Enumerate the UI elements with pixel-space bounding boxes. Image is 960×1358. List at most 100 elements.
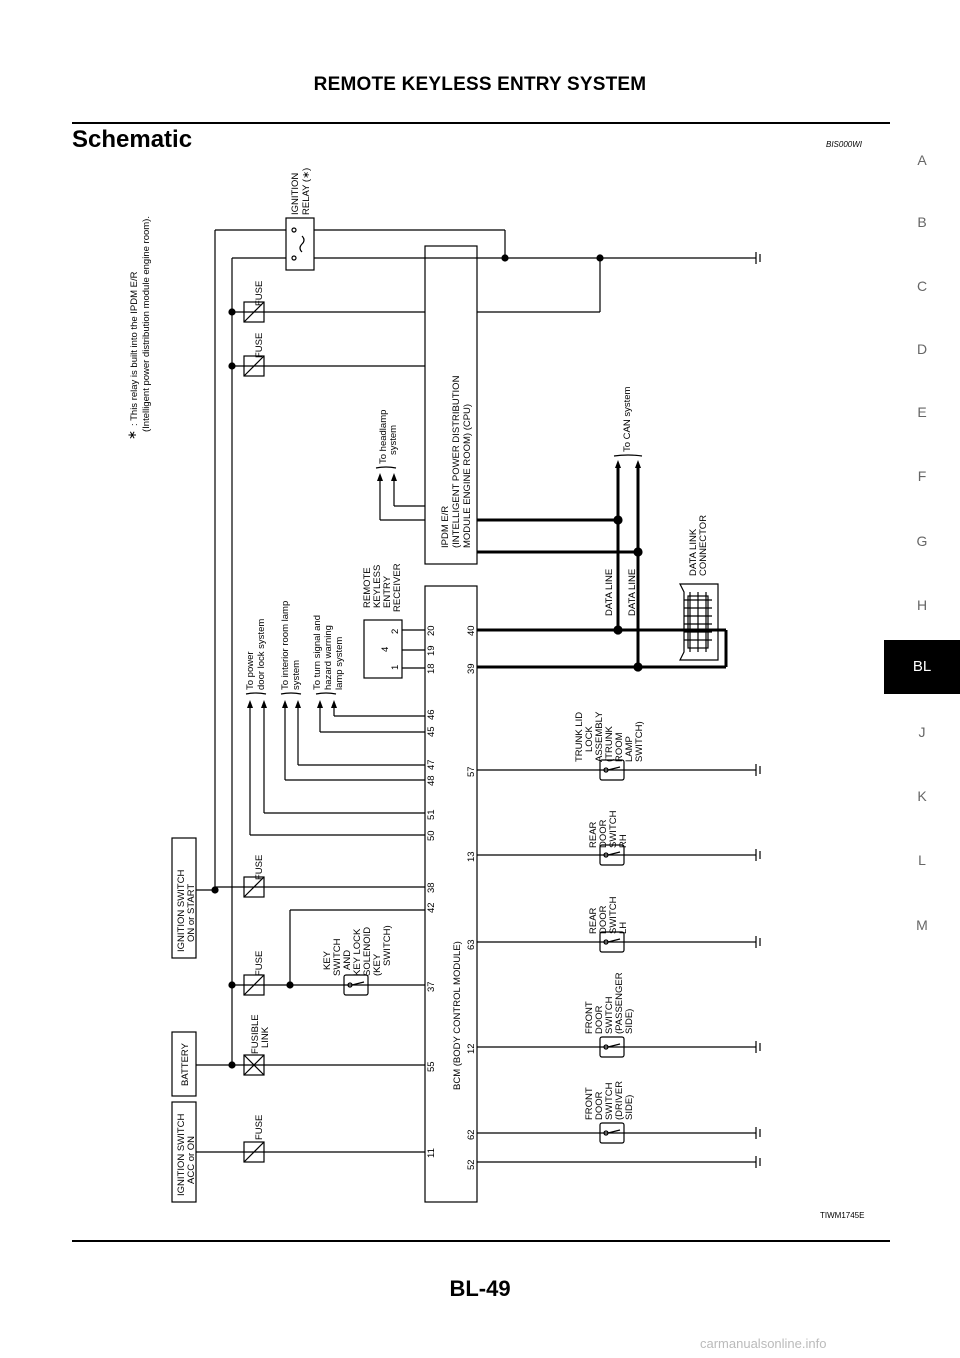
fuse-symbols xyxy=(243,301,265,1163)
site-watermark: carmanualsonline.info xyxy=(700,1336,827,1351)
front-drv-label: (DRIVER xyxy=(614,1081,625,1120)
power-door-label-2: door lock system xyxy=(256,619,267,690)
rke-pin-2: 2 xyxy=(390,629,401,634)
junction-dot xyxy=(633,547,643,557)
switch-symbols xyxy=(343,759,625,1144)
pin-label: 42 xyxy=(426,902,437,913)
side-tab-m[interactable]: M xyxy=(916,917,928,933)
front-pass-label: DOOR xyxy=(594,1005,605,1034)
key-switch-label: AND xyxy=(342,950,353,970)
trunk-label: SWITCH) xyxy=(634,721,645,762)
rear-lh-label: REAR xyxy=(588,907,599,934)
junction-dot xyxy=(613,625,623,635)
side-tab-g[interactable]: G xyxy=(916,533,928,549)
pin-label: 18 xyxy=(426,663,437,674)
side-tab-e[interactable]: E xyxy=(917,404,927,420)
side-tab-h[interactable]: H xyxy=(916,597,928,613)
rke-label-3: ENTRY xyxy=(382,575,393,608)
front-pass-label: SWITCH xyxy=(604,996,615,1034)
ground-symbols xyxy=(750,252,761,1168)
rear-lh-label: LH xyxy=(618,922,629,934)
bracket-marks xyxy=(245,454,643,695)
side-tab-a[interactable]: A xyxy=(917,152,927,168)
battery-box xyxy=(171,1031,197,1097)
turn-signal-label-2: hazard warning xyxy=(323,625,334,690)
rke-label-4: RECEIVER xyxy=(392,563,403,612)
trunk-label: ASSEMBLY xyxy=(594,711,605,762)
side-tab-j[interactable]: J xyxy=(918,724,926,740)
fusible-link-label-1: FUSIBLE xyxy=(250,1014,261,1054)
section-ref-code: BIS000WI xyxy=(826,140,863,149)
rke-label-1: REMOTE xyxy=(362,567,373,608)
data-line-label-2: DATA LINE xyxy=(627,569,638,616)
ign-on-label-2: ON or START xyxy=(186,884,197,942)
ignition-relay-box xyxy=(285,217,315,271)
note-star: ∗ xyxy=(125,430,139,440)
page-header: REMOTE KEYLESS ENTRY SYSTEM xyxy=(313,74,647,95)
pin-label: 40 xyxy=(466,625,477,636)
side-tab-f[interactable]: F xyxy=(917,468,927,484)
fuse-label: FUSE xyxy=(254,951,265,976)
pin-label: 39 xyxy=(466,663,477,674)
rke-label-2: KEYLESS xyxy=(372,565,383,608)
side-tab-l[interactable]: L xyxy=(918,852,926,868)
footer-rule xyxy=(72,1240,890,1242)
fuse-label: FUSE xyxy=(254,855,265,880)
relay-coil xyxy=(291,227,305,261)
rear-lh-label: SWITCH xyxy=(608,896,619,934)
headlamp-label-1: To headlamp xyxy=(378,410,389,464)
side-tab-k[interactable]: K xyxy=(917,788,927,804)
data-line-label-1: DATA LINE xyxy=(604,569,615,616)
key-switch-label: (KEY xyxy=(372,953,383,976)
pin-label: 19 xyxy=(426,645,437,656)
room-lamp-label-1: To interior room lamp xyxy=(280,601,291,690)
front-drv-label: SIDE) xyxy=(624,1095,635,1120)
pin-label: 20 xyxy=(426,625,437,636)
key-switch-label: SWITCH) xyxy=(382,925,393,966)
ign-relay-label-2: RELAY (∗) xyxy=(301,168,312,215)
junction-dot xyxy=(613,515,623,525)
key-switch-label: KEY xyxy=(322,950,333,970)
ipdm-label-1: IPDM E/R xyxy=(440,506,451,548)
pin-label: 55 xyxy=(426,1061,437,1072)
pin-label: 12 xyxy=(466,1043,477,1054)
trunk-label: ROOM xyxy=(614,732,625,762)
battery-label: BATTERY xyxy=(180,1042,191,1086)
side-tab-bl[interactable]: BL xyxy=(884,640,960,694)
ign-acc-label-2: ACC or ON xyxy=(186,1136,197,1184)
page-number: BL-49 xyxy=(449,1276,511,1301)
note-line-1: : This relay is built into the IPDM E/R xyxy=(129,271,140,426)
pin-label: 48 xyxy=(426,775,437,786)
ipdm-box xyxy=(424,245,478,565)
dlc-label-1: DATA LINK xyxy=(688,528,699,576)
trunk-label: LAMP xyxy=(624,736,635,762)
rear-lh-label: DOOR xyxy=(598,905,609,934)
note-line-2: (Intelligent power distribution module e… xyxy=(141,216,152,432)
pin-label: 11 xyxy=(426,1148,437,1158)
front-pass-label: FRONT xyxy=(584,1001,595,1034)
ign-on-box xyxy=(171,837,197,959)
pin-label: 52 xyxy=(466,1159,477,1170)
rear-rh-label: REAR xyxy=(588,821,599,848)
pin-label: 51 xyxy=(426,809,437,820)
key-switch-label: SWITCH xyxy=(332,938,343,976)
pin-label: 63 xyxy=(466,939,477,950)
bcm-box xyxy=(424,585,478,1203)
power-door-label-1: To power xyxy=(245,651,256,690)
front-pass-label: SIDE) xyxy=(624,1009,635,1034)
pin-label: 57 xyxy=(466,766,477,777)
front-drv-label: FRONT xyxy=(584,1087,595,1120)
side-tab-d[interactable]: D xyxy=(916,341,928,357)
side-tab-c[interactable]: C xyxy=(916,278,928,294)
trunk-label: TRUNK LID xyxy=(574,712,585,762)
can-label: To CAN system xyxy=(622,386,633,452)
front-drv-label: DOOR xyxy=(594,1091,605,1120)
junction-dot xyxy=(633,662,643,672)
rear-rh-label: DOOR xyxy=(598,819,609,848)
side-tab-b[interactable]: B xyxy=(917,214,927,230)
pin-label: 37 xyxy=(426,981,437,992)
rke-pin-4: 4 xyxy=(380,647,391,652)
room-lamp-label-2: system xyxy=(291,660,302,690)
trunk-label: (TRUNK xyxy=(604,725,615,762)
